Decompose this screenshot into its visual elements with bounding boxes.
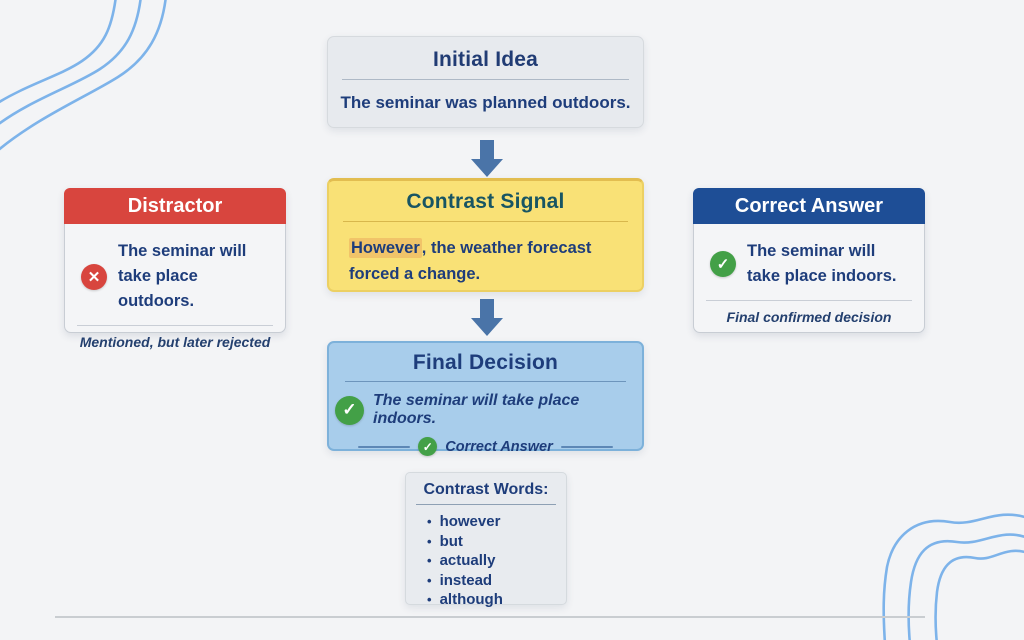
bullet-icon: •: [427, 592, 432, 607]
initial-idea-divider: [342, 79, 629, 80]
badge-label: Correct Answer: [445, 438, 553, 455]
final-decision-box: Final Decision ✓ The seminar will take p…: [327, 341, 644, 456]
highlighted-contrast-word: However: [349, 238, 422, 258]
correct-answer-row: ✓ The seminar will take place indoors.: [694, 224, 924, 289]
check-circle-icon: ✓: [710, 251, 736, 277]
correct-answer-badge: ✓ Correct Answer: [329, 437, 642, 456]
check-glyph: ✓: [716, 256, 730, 273]
distractor-header: Distractor: [64, 188, 286, 224]
contrast-signal-box: Contrast Signal However, the weather for…: [327, 178, 644, 292]
distractor-text: The seminar will take place outdoors.: [118, 242, 247, 310]
down-arrow-icon: [471, 299, 503, 336]
distractor-divider: [77, 325, 273, 326]
list-item: • although: [427, 590, 566, 610]
bullet-icon: •: [427, 533, 432, 549]
initial-idea-text: The seminar was planned outdoors.: [340, 93, 631, 112]
cross-glyph: ✕: [87, 268, 101, 286]
distractor-note: Mentioned, but later rejected: [79, 334, 271, 350]
correct-answer-note: Final confirmed decision: [726, 309, 892, 325]
contrast-sentence: However, the weather forecast forced a c…: [349, 235, 622, 287]
list-item: • however: [427, 512, 566, 532]
correct-answer-header: Correct Answer: [693, 188, 925, 224]
distractor-row: ✕ The seminar will take place outdoors.: [65, 224, 285, 314]
contrast-words-divider: [416, 504, 556, 505]
check-circle-icon: ✓: [418, 437, 438, 456]
list-item-label: instead: [439, 571, 493, 589]
final-decision-title: Final Decision: [412, 351, 559, 374]
correct-answer-divider: [706, 300, 912, 301]
list-item-label: actually: [439, 552, 496, 569]
contrast-signal-divider: [343, 221, 628, 222]
list-item-label: although: [439, 591, 503, 608]
correct-answer-box: Correct Answer ✓ The seminar will take p…: [693, 188, 925, 333]
correct-answer-text: The seminar will take place indoors.: [747, 242, 897, 285]
list-item: • but: [427, 532, 566, 552]
wave-decoration-top-left-icon: [0, 0, 167, 151]
final-decision-text: The seminar will take place indoors.: [373, 392, 580, 427]
footer-divider-line: [55, 616, 925, 618]
list-item-label: however: [439, 513, 501, 530]
final-decision-divider: [345, 381, 626, 382]
list-item: • actually: [427, 551, 566, 571]
initial-idea-title: Initial Idea: [432, 48, 539, 71]
cross-circle-icon: ✕: [81, 263, 107, 290]
check-glyph: ✓: [342, 400, 357, 419]
list-item-label: but: [439, 532, 463, 550]
check-glyph: ✓: [422, 439, 433, 454]
check-circle-icon: ✓: [335, 395, 364, 425]
bullet-icon: •: [427, 514, 432, 529]
badge-right-line: [560, 445, 613, 448]
list-item: • instead: [427, 571, 566, 591]
contrast-sentence-rest: , the weather forecast forced a change.: [349, 239, 592, 283]
final-decision-row: ✓ The seminar will take place indoors.: [329, 392, 642, 428]
contrast-words-box: Contrast Words: • however • but • actually …: [405, 472, 567, 608]
distractor-box: Distractor ✕ The seminar will take place…: [64, 188, 286, 350]
contrast-words-list: • however • but • actually • instead • althou…: [406, 512, 566, 610]
contrast-signal-title: Contrast Signal: [406, 190, 565, 213]
badge-left-line: [358, 445, 411, 448]
bullet-icon: •: [427, 553, 432, 568]
down-arrow-icon: [471, 140, 503, 177]
initial-idea-box: Initial Idea The seminar was planned out…: [327, 36, 644, 128]
bullet-icon: •: [427, 572, 432, 588]
contrast-words-title: Contrast Words:: [423, 481, 549, 498]
